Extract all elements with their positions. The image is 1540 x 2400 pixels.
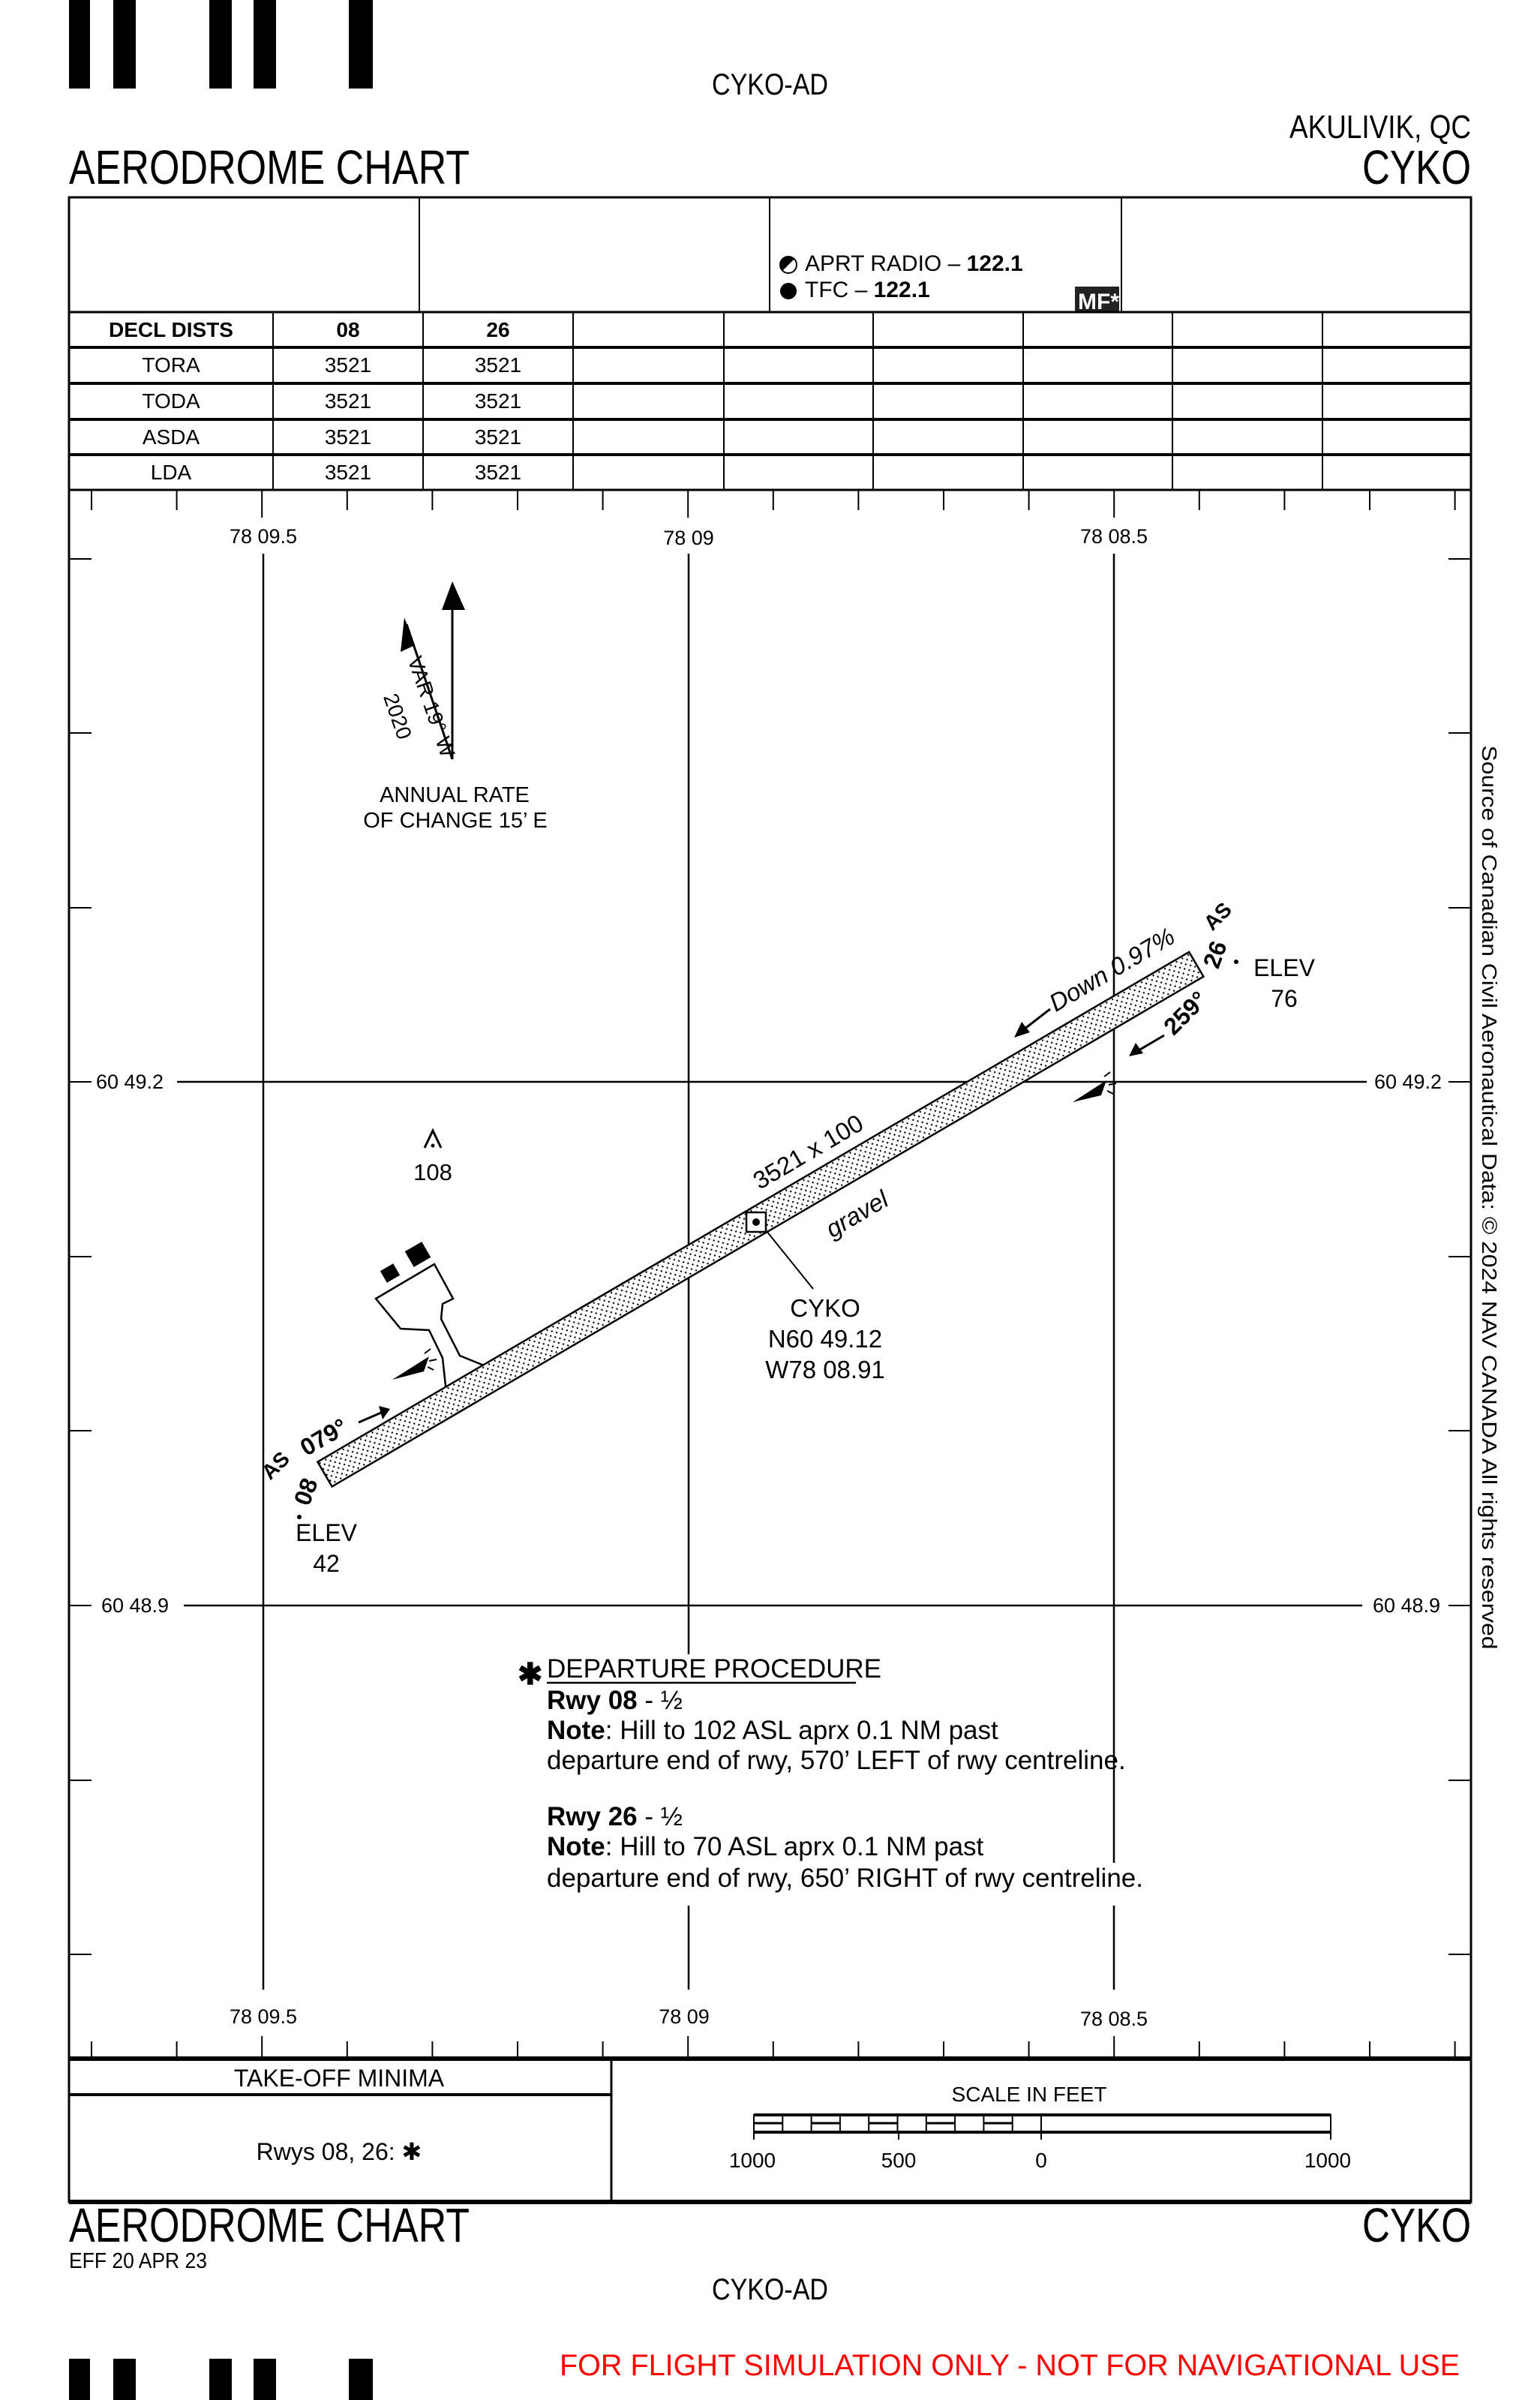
lat-label: 60 49.2 [1374, 1071, 1442, 1093]
effective-date: EFF 20 APR 23 [69, 2249, 207, 2273]
copyright: Source of Canadian Civil Aeronautical Da… [1478, 746, 1501, 1650]
rwy26-departure: Rwy 26 - ½ [547, 1802, 683, 1831]
lon-label: 78 08.5 [1080, 2008, 1148, 2030]
rwy08-elev-label: ELEV [296, 1519, 357, 1546]
arp-ident: CYKO [790, 1294, 860, 1322]
rwy26-lighting: AS [1199, 898, 1236, 935]
decl-value-26: 3521 [475, 461, 521, 484]
registration-bars-top [69, 0, 373, 89]
decl-value-08: 3521 [325, 389, 371, 413]
building [380, 1263, 401, 1283]
slope-arrow-icon [1014, 1008, 1051, 1038]
scale-label: 500 [881, 2149, 917, 2172]
arp-latitude: N60 49.12 [768, 1325, 882, 1353]
building [404, 1242, 431, 1267]
scale-title: SCALE IN FEET [952, 2083, 1107, 2106]
aerodrome-ident: CYKO [1362, 140, 1471, 194]
lon-label: 78 09.5 [230, 2005, 297, 2028]
radio-icon [780, 283, 797, 299]
footer-title: AERODROME CHART [69, 2198, 470, 2252]
heading-arrow-icon [1129, 1034, 1165, 1056]
decl-value-08: 3521 [325, 425, 371, 449]
obstacle-elevation: 108 [413, 1159, 452, 1185]
rwy08-elev: 42 [313, 1550, 340, 1577]
lon-label: 78 09 [659, 2005, 710, 2028]
departure-title: DEPARTURE PROCEDURE [547, 1654, 881, 1684]
aprt-radio: APRT RADIO – 122.1 [805, 251, 1023, 276]
mf-badge: MF* [1078, 290, 1119, 314]
grid-labels: 78 09.5 78 09 78 08.5 78 09.5 78 09 78 0… [96, 525, 1442, 2030]
lon-label: 78 09 [663, 527, 714, 549]
takeoff-minima-value: Rwys 08, 26: ✱ [257, 2138, 422, 2165]
rwy08-departure: Rwy 08 - ½ [547, 1686, 683, 1715]
variation-year: 2020 [379, 690, 416, 742]
footer-ident: CYKO [1362, 2198, 1471, 2252]
radio-icon [779, 256, 797, 274]
aerodrome-map [68, 490, 1472, 2061]
location: AKULIVIK, QC [1289, 109, 1471, 146]
doc-code-bottom: CYKO-AD [712, 2273, 828, 2306]
chart-title: AERODROME CHART [69, 140, 470, 194]
rwy08-note: Note: Hill to 102 ASL aprx 0.1 NM past [547, 1716, 998, 1745]
true-north-arrow [442, 581, 465, 759]
decl-value-08: 3521 [325, 353, 371, 377]
takeoff-minima-title: TAKE-OFF MINIMA [234, 2065, 445, 2092]
annual-rate: OF CHANGE 15’ E [363, 809, 547, 833]
decl-row-label: TODA [142, 389, 200, 413]
tfc-frequency: TFC – 122.1 [805, 278, 930, 302]
doc-code-top: CYKO-AD [712, 68, 828, 101]
rwy08-number: 08 [289, 1474, 323, 1509]
annual-rate: ANNUAL RATE [380, 783, 530, 807]
wind-direction-indicator-icon [1073, 1071, 1117, 1102]
rwy26-elev-label: ELEV [1253, 954, 1315, 981]
lat-label: 60 49.2 [96, 1071, 164, 1093]
graticule [177, 554, 1367, 1990]
rwy26-note: Note: Hill to 70 ASL aprx 0.1 NM past [547, 1832, 984, 1861]
registration-bars-bottom [69, 2359, 373, 2400]
heading-arrow-icon [358, 1406, 390, 1424]
decl-value-26: 3521 [475, 389, 521, 413]
scale-label: 1000 [1304, 2149, 1351, 2172]
rwy08-dot [297, 1515, 302, 1519]
decl-value-08: 3521 [325, 461, 371, 484]
rwy26-note-cont: departure end of rwy, 650’ RIGHT of rwy … [547, 1864, 1143, 1893]
rwy26-number: 26 [1198, 937, 1232, 972]
decl-header: 26 [486, 318, 509, 341]
comms-box: APRT RADIO – 122.1 TFC – 122.1 MF* [68, 196, 1472, 314]
departure-procedure: ✱ DEPARTURE PROCEDURE Rwy 08 - ½ Note: H… [518, 1654, 1143, 1893]
decl-row-label: TORA [142, 353, 200, 377]
asterisk-icon: ✱ [518, 1658, 543, 1691]
decl-value-26: 3521 [475, 425, 521, 449]
decl-value-26: 3521 [475, 353, 521, 377]
scale-bar [753, 2113, 1331, 2140]
rwy08-note-cont: departure end of rwy, 570’ LEFT of rwy c… [547, 1746, 1126, 1775]
arp-dot [752, 1218, 760, 1226]
lat-label: 60 48.9 [101, 1594, 169, 1617]
decl-header: DECL DISTS [109, 318, 233, 341]
decl-header: 08 [336, 318, 359, 341]
apron-taxiway [374, 1263, 490, 1395]
lat-label: 60 48.9 [1373, 1594, 1440, 1617]
scale-label: 0 [1035, 2149, 1047, 2172]
magnetic-variation: VAR 19° W [404, 653, 460, 761]
arp-longitude: W78 08.91 [765, 1356, 885, 1383]
mf-badge-bg [1075, 287, 1119, 312]
obstacle-icon [423, 1128, 443, 1149]
wind-direction-indicator-icon [392, 1348, 437, 1380]
bottom-info-box: TAKE-OFF MINIMA Rwys 08, 26: ✱ SCALE IN … [68, 2057, 1472, 2204]
decl-row-label: ASDA [143, 425, 200, 449]
simulation-disclaimer: FOR FLIGHT SIMULATION ONLY - NOT FOR NAV… [560, 2349, 1460, 2382]
magnetic-north-arrow [401, 617, 454, 760]
lon-label: 78 09.5 [230, 525, 297, 548]
lon-label: 78 08.5 [1080, 525, 1148, 548]
arp-leader [766, 1230, 814, 1290]
rwy26-elev: 76 [1271, 985, 1298, 1012]
decl-row-label: LDA [151, 461, 192, 484]
rwy26-dot [1234, 960, 1238, 964]
scale-label: 1000 [729, 2149, 776, 2172]
